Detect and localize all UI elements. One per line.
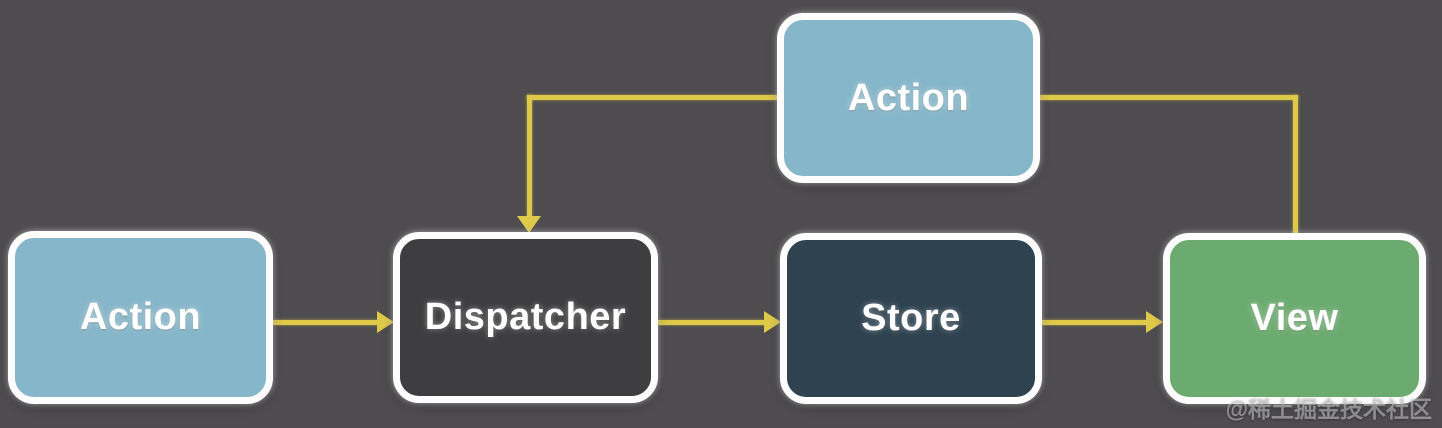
edge-dispatcher-to-store-line — [658, 320, 765, 325]
node-view-label: View — [1250, 297, 1339, 339]
node-view: View — [1163, 233, 1426, 404]
node-store-label: Store — [861, 297, 961, 339]
edge-action-to-dispatcher-line — [273, 320, 380, 325]
arrowhead-right-into-dispatcher-icon — [377, 311, 394, 333]
edge-view-to-action-top-horizontal — [1040, 95, 1298, 100]
edge-store-to-view-line — [1042, 320, 1147, 325]
node-action-left-label: Action — [79, 296, 202, 338]
arrowhead-right-into-store-icon — [764, 311, 781, 333]
edge-action-top-to-dispatcher-vertical — [527, 95, 532, 217]
edge-view-to-action-top-vertical — [1293, 95, 1298, 233]
arrowhead-right-into-view-icon — [1146, 311, 1163, 333]
node-action-left: Action — [8, 231, 273, 404]
edge-action-top-to-dispatcher-horizontal — [527, 95, 779, 100]
arrowhead-down-into-dispatcher-icon — [517, 216, 541, 233]
node-action-top-label: Action — [847, 76, 970, 119]
node-dispatcher-label: Dispatcher — [424, 296, 627, 338]
node-dispatcher: Dispatcher — [393, 232, 658, 403]
watermark: @稀土掘金技术社区 — [1225, 396, 1432, 422]
node-action-top: Action — [777, 13, 1040, 183]
node-store: Store — [780, 233, 1042, 404]
